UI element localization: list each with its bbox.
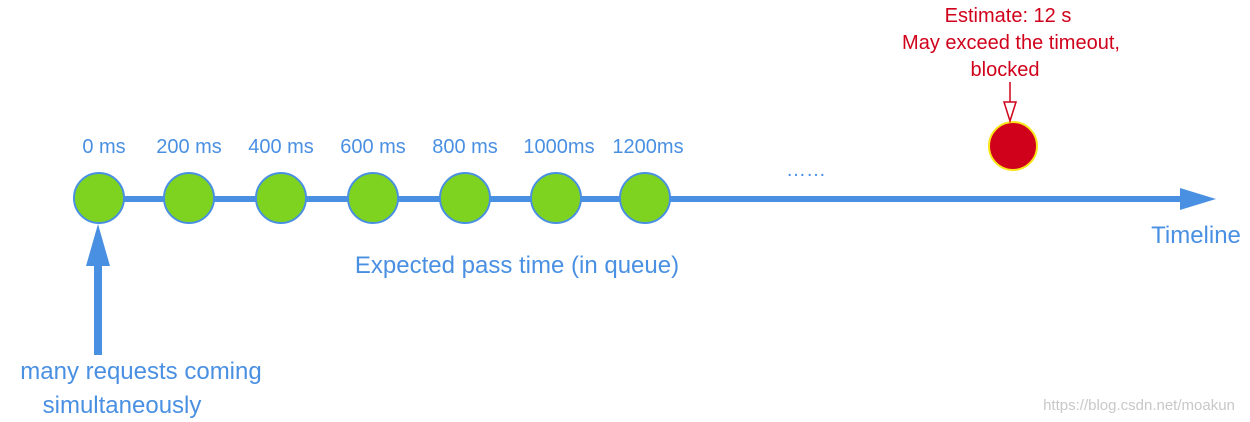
slot-label: 1000ms	[523, 136, 594, 158]
slot-label: 400 ms	[248, 136, 314, 158]
pass-slot-circle	[530, 172, 582, 224]
slot-label: 800 ms	[432, 136, 498, 158]
slot-label: 600 ms	[340, 136, 406, 158]
pass-slot-circle	[73, 172, 125, 224]
slot-label: 1200ms	[612, 136, 683, 158]
slot-label: 200 ms	[156, 136, 222, 158]
watermark: https://blog.csdn.net/moakun	[1043, 397, 1235, 414]
requests-arrow-head	[86, 224, 110, 266]
queue-label: Expected pass time (in queue)	[355, 252, 679, 279]
requests-label-line1: many requests coming	[20, 358, 261, 385]
slot-labels: 0 ms 200 ms 400 ms 600 ms 800 ms 1000ms …	[82, 136, 683, 158]
blocked-request-circle	[988, 121, 1038, 171]
pass-slot-circle	[347, 172, 399, 224]
pass-slot-circle	[163, 172, 215, 224]
requests-label-line2: simultaneously	[43, 392, 202, 419]
blocked-arrow-head	[1002, 101, 1018, 124]
blocked-estimate-label: Estimate: 12 s	[945, 5, 1072, 27]
slot-label: 0 ms	[82, 136, 125, 158]
timeline-label: Timeline	[1151, 222, 1241, 249]
timeline-arrowhead	[1180, 188, 1216, 210]
timeline-ellipsis: ……	[786, 159, 826, 181]
pass-slot-circle	[255, 172, 307, 224]
pass-slot-circle	[619, 172, 671, 224]
blocked-status-label: blocked	[971, 59, 1040, 81]
pass-slots	[73, 172, 671, 224]
pass-slot-circle	[439, 172, 491, 224]
blocked-timeout-label: May exceed the timeout,	[902, 32, 1120, 54]
